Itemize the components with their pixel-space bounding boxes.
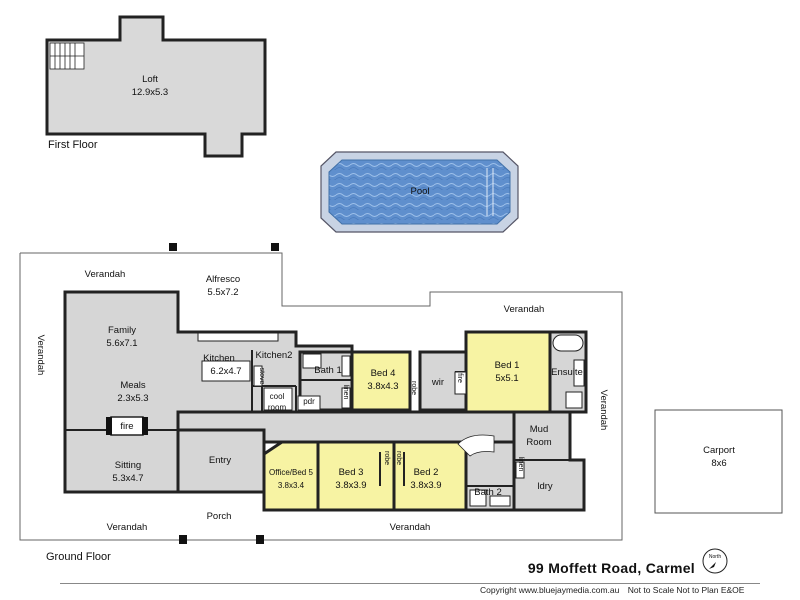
loft-outline — [45, 15, 267, 158]
verandah-left-label: Verandah — [35, 335, 46, 376]
bed2-size: 3.8x3.9 — [410, 480, 441, 491]
porch-label: Porch — [207, 511, 232, 522]
linen2-label: linen — [517, 457, 524, 472]
bed4-label: Bed 4 — [371, 368, 396, 379]
verandah-right-top-label: Verandah — [504, 304, 545, 315]
bed1-label: Bed 1 — [495, 360, 520, 371]
bed3-label: Bed 3 — [339, 467, 364, 478]
copyright-text: Copyright www.bluejaymedia.com.au — [480, 585, 620, 595]
fire-label: fire — [120, 421, 133, 432]
carport — [654, 409, 783, 514]
ensuite-fixtures — [552, 334, 585, 409]
bath2-label: Bath 2 — [474, 487, 501, 498]
bed4-size: 3.8x4.3 — [367, 381, 398, 392]
fire-small-label: fire — [456, 373, 463, 383]
bath2-fixtures — [469, 461, 525, 507]
wir-label: wir — [431, 377, 444, 388]
bed3-size: 3.8x3.9 — [335, 480, 366, 491]
verandah-bottom-left-label: Verandah — [107, 522, 148, 533]
fire-small — [454, 371, 467, 395]
verandah-bottom-right-label: Verandah — [390, 522, 431, 533]
ensuite-label: Ensuite — [551, 367, 583, 378]
bath1-label: Bath 1 — [314, 365, 341, 376]
pool-label: Pool — [410, 186, 429, 197]
alfresco-label: Alfresco — [206, 274, 240, 285]
verandah-outline — [19, 252, 623, 541]
sitting-size: 5.3x4.7 — [112, 473, 143, 484]
mud-room-label-1: Mud — [530, 424, 548, 435]
family-label: Family — [108, 325, 136, 336]
cool-room-label-2: room — [268, 403, 287, 412]
verandah-right-label: Verandah — [598, 390, 609, 431]
bedrooms — [262, 330, 552, 512]
meals-size: 2.3x5.3 — [117, 393, 148, 404]
footer-rule — [60, 583, 760, 584]
robe2-label: robe — [383, 451, 390, 465]
loft-label: Loft — [142, 74, 158, 85]
linen1-label: linen — [342, 385, 349, 400]
loft-size: 12.9x5.3 — [132, 87, 168, 98]
stove-label: stove — [258, 368, 265, 385]
bath1-fixtures — [302, 353, 351, 409]
first-floor-title: First Floor — [48, 139, 98, 151]
property-address: 99 Moffett Road, Carmel — [527, 560, 695, 576]
kitchen-bench — [197, 332, 321, 411]
ground-floor-title: Ground Floor — [46, 551, 111, 563]
stairs-icon — [49, 42, 85, 70]
entry-label: Entry — [209, 455, 231, 466]
robe1-label: robe — [410, 381, 417, 395]
north-arrow-icon: North — [702, 548, 728, 574]
pdr-label: pdr — [303, 397, 315, 406]
north-label: North — [709, 554, 721, 560]
office-bed5-label: Office/Bed 5 — [269, 468, 313, 477]
interior-walls — [65, 350, 570, 510]
cool-room-label-1: cool — [270, 392, 285, 401]
sitting-label: Sitting — [115, 460, 141, 471]
bed2-label: Bed 2 — [414, 467, 439, 478]
kitchen-label: Kitchen — [203, 353, 235, 364]
pool — [320, 151, 519, 233]
kitchen2-label: Kitchen2 — [256, 350, 293, 361]
office-bed5-size: 3.8x3.4 — [278, 481, 305, 490]
meals-label: Meals — [120, 380, 146, 391]
robe3-label: robe — [395, 451, 402, 465]
stair-flare — [457, 434, 495, 457]
fireplace — [106, 416, 148, 436]
house-walls — [63, 290, 588, 512]
copyright-line: Copyright www.bluejaymedia.com.au Not to… — [480, 585, 800, 595]
not-to-scale-text: Not to Scale Not to Plan E&OE — [627, 585, 745, 595]
alfresco-size: 5.5x7.2 — [207, 287, 238, 298]
verandah-top-label: Verandah — [85, 269, 126, 280]
family-size: 5.6x7.1 — [106, 338, 137, 349]
ldry-label: ldry — [537, 481, 553, 492]
carport-label: Carport — [703, 445, 735, 456]
bed1-size: 5x5.1 — [495, 373, 518, 384]
carport-size: 8x6 — [711, 458, 726, 469]
kitchen-size: 6.2x4.7 — [210, 366, 241, 377]
verandah-posts — [169, 243, 279, 544]
mud-room-label-2: Room — [526, 437, 551, 448]
